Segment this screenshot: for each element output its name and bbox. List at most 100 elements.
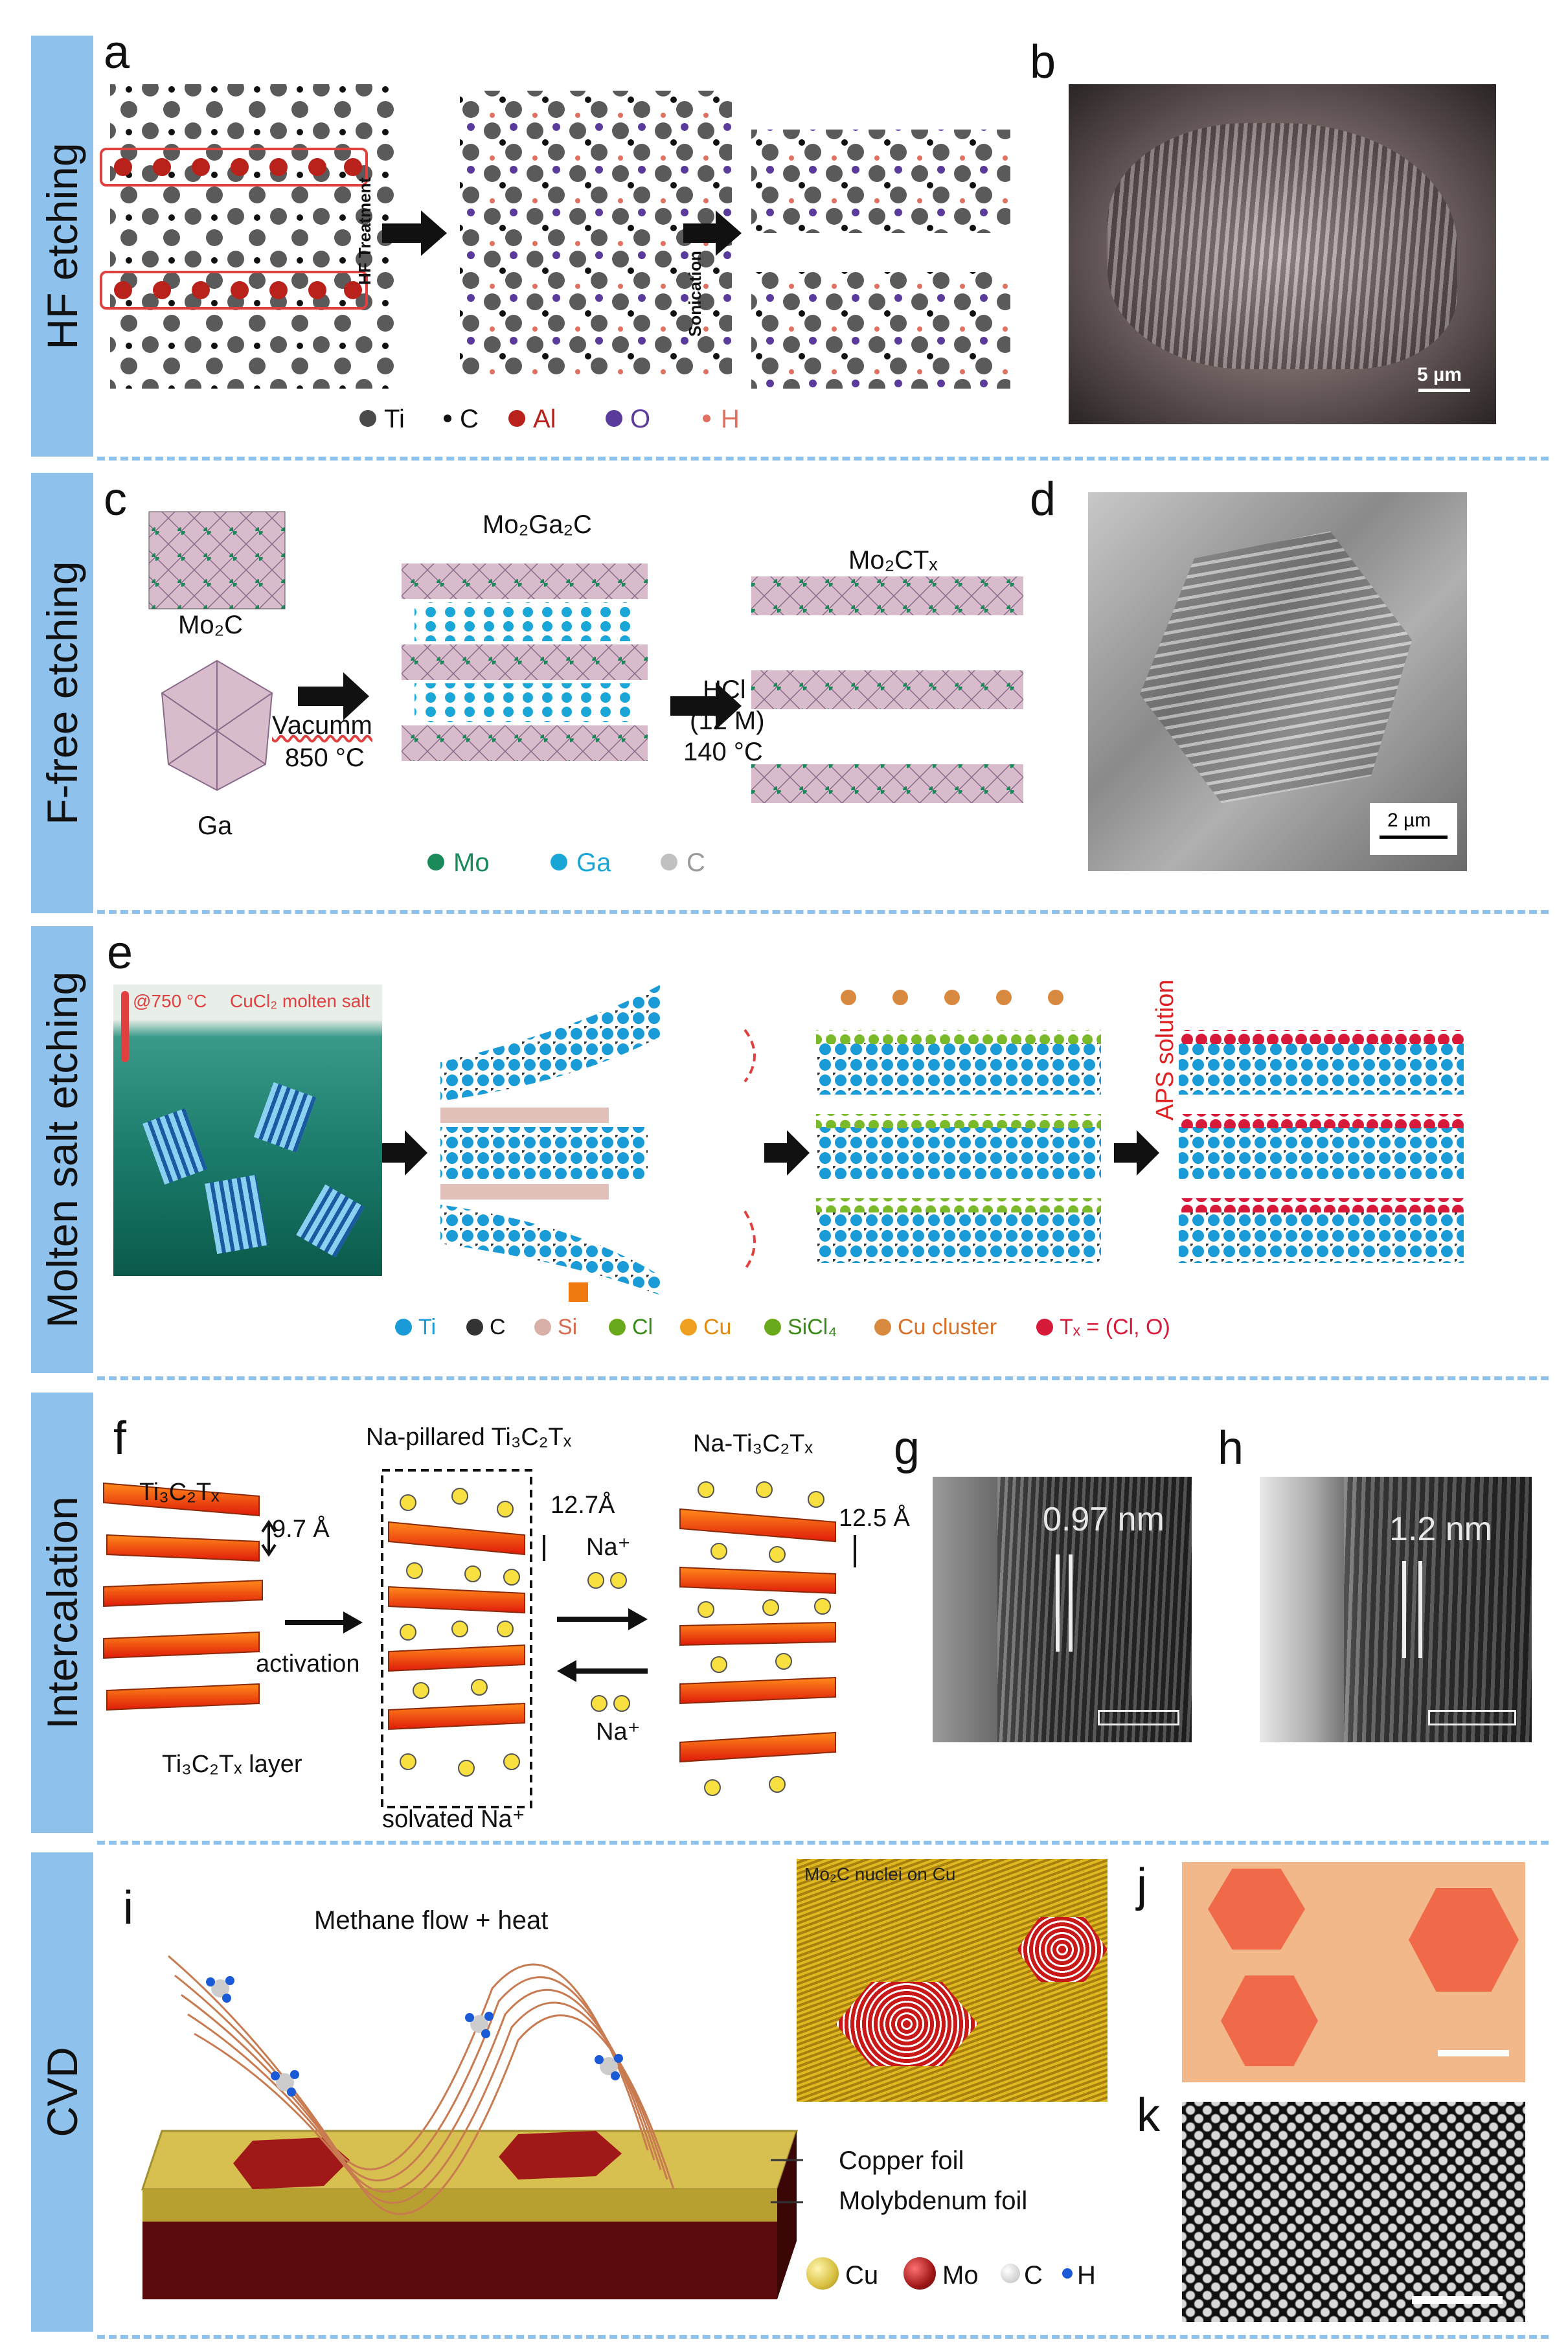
hexagon-crystal <box>1221 1975 1318 2066</box>
panel-letter-c: c <box>104 473 127 525</box>
legend-swatch <box>661 854 677 870</box>
legend-label: Si <box>558 1315 578 1339</box>
fringe-marker <box>1418 1561 1422 1658</box>
temp-140-label: 140 °C <box>683 738 763 766</box>
scale-bar <box>1438 2050 1509 2056</box>
panel-i-cvd-diagram <box>141 1955 803 2299</box>
legend-label: Mo <box>942 2261 979 2290</box>
temp-750-label: @750 °C <box>133 991 207 1011</box>
section-label-molten: Molten salt etching <box>31 926 93 1373</box>
vacuum-label: Vacumm <box>272 711 372 740</box>
fringe-marker <box>1056 1554 1060 1652</box>
scale-bar-label: 2 µm <box>1387 810 1431 831</box>
sonication-label: Sonication <box>685 251 705 337</box>
aps-solution-label: APS solution <box>1152 979 1179 1121</box>
copper-foil-label: Copper foil <box>839 2146 964 2175</box>
panel-letter-a: a <box>104 27 130 78</box>
separator <box>97 1841 1549 1845</box>
legend-label: Cu <box>703 1315 732 1339</box>
scale-bar-label: 5 µm <box>1417 364 1462 385</box>
sem-image-d: 2 µm <box>1088 492 1467 871</box>
panel-a-legend: Ti C Al O H <box>359 405 800 437</box>
panel-c-crystal-diagram <box>148 511 1023 803</box>
hf-treatment-label: HF Treatment <box>355 177 374 285</box>
mo2c-nucleus <box>835 1982 978 2066</box>
temp-850-label: 850 °C <box>285 744 365 772</box>
legend-label: C <box>687 848 705 877</box>
fringe-marker <box>1402 1561 1406 1658</box>
legend-swatch <box>395 1319 412 1336</box>
legend-label: H <box>1077 2261 1096 2290</box>
stem-image-k <box>1182 2102 1525 2322</box>
na-plus-label: Na⁺ <box>596 1718 641 1746</box>
sem-texture <box>1108 123 1457 369</box>
legend-swatch <box>1001 2264 1020 2283</box>
spacing-label: 1.2 nm <box>1389 1510 1492 1548</box>
separator <box>97 1376 1549 1380</box>
legend-swatch <box>551 854 567 870</box>
legend-swatch <box>359 410 376 427</box>
legend-swatch <box>1036 1319 1053 1336</box>
panel-e-etching-diagram <box>382 984 1464 1302</box>
legend-swatch <box>606 410 622 427</box>
legend-swatch <box>508 410 525 427</box>
activation-label: activation <box>256 1650 360 1678</box>
panel-letter-j: j <box>1137 1860 1147 1911</box>
legend-label: Cu <box>845 2261 879 2290</box>
spacing-label: 0.97 nm <box>1043 1501 1165 1538</box>
legend-label: SiCl₄ <box>788 1315 837 1339</box>
separator <box>97 2335 1549 2339</box>
hcl-conc-label: (12 M) <box>690 707 765 735</box>
legend-swatch <box>609 1319 626 1336</box>
scale-bar <box>1412 2296 1503 2304</box>
solvated-na-label: solvated Na⁺ <box>382 1806 525 1833</box>
panel-c-legend: Mo Ga C <box>427 848 751 881</box>
legend-label: Ti <box>384 405 405 433</box>
panel-letter-g: g <box>894 1422 920 1474</box>
legend-label: Al <box>533 405 556 433</box>
legend-label: Cu cluster <box>898 1315 997 1339</box>
panel-letter-f: f <box>113 1413 127 1464</box>
scale-bar <box>1418 389 1470 392</box>
max-particle <box>253 1082 317 1153</box>
separator <box>97 910 1549 914</box>
legend-swatch <box>427 854 444 870</box>
cucl2-label: CuCl₂ molten salt <box>230 991 370 1011</box>
legend-label: O <box>630 405 651 433</box>
legend-label: Tₓ = (Cl, O) <box>1060 1315 1170 1339</box>
hcl-label: HCl <box>703 676 746 704</box>
scale-bar <box>1380 836 1448 839</box>
mo2c-nucleus <box>1017 1917 1108 1982</box>
scale-bar <box>1428 1710 1516 1725</box>
legend-swatch <box>680 1319 697 1336</box>
molybdenum-foil-label: Molybdenum foil <box>839 2187 1028 2215</box>
panel-letter-d: d <box>1030 473 1056 525</box>
na-plus-label: Na⁺ <box>586 1534 631 1561</box>
section-label-cvd: CVD <box>31 1852 93 2332</box>
section-label-hf: HF etching <box>31 36 93 457</box>
legend-swatch <box>444 415 451 422</box>
panel-letter-h: h <box>1218 1422 1244 1474</box>
scale-bar <box>1098 1710 1179 1725</box>
legend-label: Cl <box>632 1315 653 1339</box>
nuclei-label: Mo₂C nuclei on Cu <box>804 1864 956 1884</box>
panel-letter-b: b <box>1030 36 1056 88</box>
fringe-marker <box>1069 1554 1073 1652</box>
legend-swatch <box>903 2257 936 2290</box>
lattice-fringes <box>1344 1477 1532 1742</box>
panel-letter-i: i <box>123 1882 133 1934</box>
tem-image-g: 0.97 nm <box>933 1477 1192 1742</box>
methane-flow-label: Methane flow + heat <box>314 1906 549 1935</box>
legend-label: C <box>460 405 479 433</box>
na-pillared-label: Na-pillared Ti₃C₂Tₓ <box>366 1424 572 1451</box>
max-particle <box>296 1184 365 1258</box>
panel-e-legend: Ti C Si Cl Cu SiCl₄ Cu cluster Tₓ = (Cl,… <box>395 1315 1218 1347</box>
separator <box>97 457 1549 461</box>
legend-label: C <box>490 1315 506 1339</box>
mo2ctx-label: Mo₂CTₓ <box>848 546 938 575</box>
panel-i-legend: Cu Mo C H <box>806 2257 1143 2296</box>
thermometer-icon <box>121 991 129 1062</box>
mo2c-label: Mo₂C <box>178 611 243 639</box>
legend-swatch <box>703 415 710 422</box>
legend-swatch <box>874 1319 891 1336</box>
